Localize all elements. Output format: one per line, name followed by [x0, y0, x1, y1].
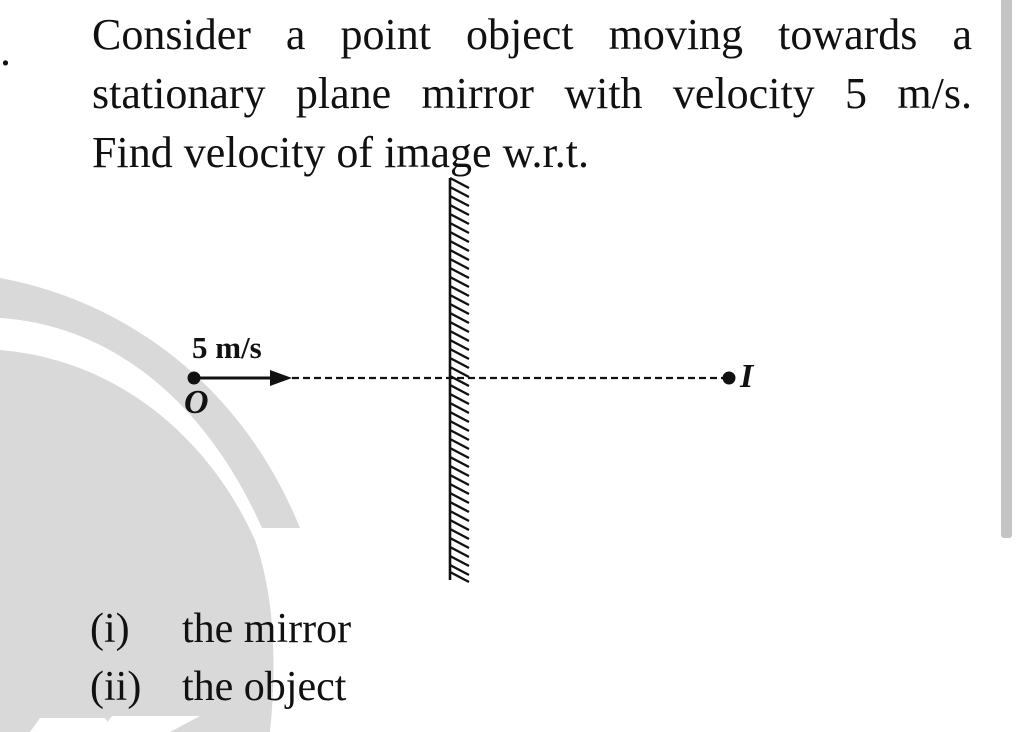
- option-text: the object: [182, 664, 347, 710]
- option-text: the mirror: [182, 606, 352, 652]
- object-point-icon: [187, 371, 201, 385]
- image-point-icon: [722, 371, 736, 385]
- question-line-3: Find velocity of image w.r.t.: [92, 128, 589, 177]
- option-number: (ii): [90, 664, 142, 710]
- option-item: (ii) the object: [90, 658, 351, 716]
- answer-options: (i) the mirror (ii) the object: [90, 600, 351, 716]
- question-bullet: .: [0, 26, 11, 75]
- image-label: I: [740, 358, 754, 395]
- question-line-1: Consider a point object moving towards a: [92, 10, 972, 59]
- question-line-2: stationary plane mirror with velocity 5 …: [92, 69, 972, 118]
- question-text: Consider a point object moving towards a…: [92, 5, 972, 182]
- velocity-label: 5 m/s: [192, 330, 262, 365]
- option-number: (i): [90, 606, 130, 652]
- vertical-scrollbar[interactable]: [1001, 0, 1012, 538]
- plane-mirror-icon: [448, 176, 470, 584]
- option-item: (i) the mirror: [90, 600, 351, 658]
- object-label: O: [184, 384, 209, 421]
- velocity-arrow-icon: [194, 370, 292, 386]
